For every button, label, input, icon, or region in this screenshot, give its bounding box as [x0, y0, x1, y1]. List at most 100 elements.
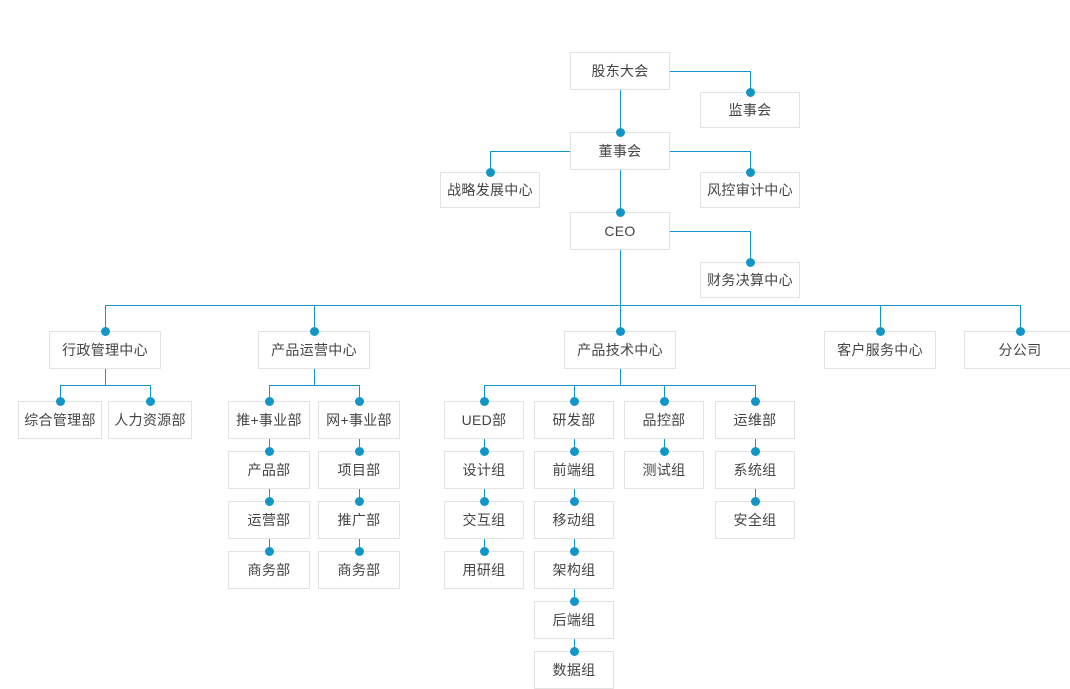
connector-dot-design-group [479, 446, 489, 456]
node-branch-company[interactable]: 分公司 [964, 331, 1070, 369]
node-security-group[interactable]: 安全组 [715, 501, 795, 539]
node-label: 用研组 [462, 562, 506, 578]
node-mobile-group[interactable]: 移动组 [534, 501, 614, 539]
node-project-dept[interactable]: 项目部 [318, 451, 400, 489]
connector-dot-product-tech-center [615, 326, 625, 336]
connector-dot-user-research-group [479, 546, 489, 556]
node-product-dept[interactable]: 产品部 [228, 451, 310, 489]
node-finance-settlement-center[interactable]: 财务决算中心 [700, 262, 800, 298]
node-label: 战略发展中心 [447, 182, 533, 198]
node-label: 后端组 [552, 612, 596, 628]
connector-dot-test-group [659, 446, 669, 456]
connector-shareholders-to-supervisors-v [750, 71, 751, 92]
node-strategy-development-center[interactable]: 战略发展中心 [440, 172, 540, 208]
node-label: 分公司 [998, 342, 1042, 358]
node-backend-group[interactable]: 后端组 [534, 601, 614, 639]
node-ops-dept[interactable]: 运维部 [715, 401, 795, 439]
node-label: 安全组 [733, 512, 777, 528]
connector-tech-to-ops [755, 385, 756, 401]
node-label: 风控审计中心 [707, 182, 793, 198]
node-product-tech-center[interactable]: 产品技术中心 [564, 331, 676, 369]
connector-shareholders-to-supervisors-h [670, 71, 750, 72]
node-system-group[interactable]: 系统组 [715, 451, 795, 489]
node-data-group[interactable]: 数据组 [534, 651, 614, 689]
node-label: 股东大会 [591, 63, 649, 79]
connector-wang-to-project [359, 439, 360, 451]
connector-bar-drop-branch [1020, 305, 1021, 331]
node-label: 商务部 [337, 562, 381, 578]
node-label: 推广部 [337, 512, 381, 528]
connector-dot-tui-business-unit [264, 396, 274, 406]
connector-dot-customer-service-center [875, 326, 885, 336]
node-design-group[interactable]: 设计组 [444, 451, 524, 489]
node-label: 测试组 [642, 462, 686, 478]
connector-dot-security-group [750, 496, 760, 506]
node-product-operation-center[interactable]: 产品运营中心 [258, 331, 370, 369]
node-label: 推+事业部 [236, 412, 302, 428]
connector-mobile-to-architecture [574, 539, 575, 551]
node-tui-business-unit[interactable]: 推+事业部 [228, 401, 310, 439]
connector-dot-system-group [750, 446, 760, 456]
node-general-management-dept[interactable]: 综合管理部 [18, 401, 102, 439]
connector-dot-operation-dept [264, 496, 274, 506]
connector-tech-bar [484, 385, 755, 386]
node-label: 网+事业部 [326, 412, 392, 428]
node-architecture-group[interactable]: 架构组 [534, 551, 614, 589]
connector-operations-bar [269, 385, 359, 386]
node-ceo[interactable]: CEO [570, 212, 670, 250]
node-label: 系统组 [733, 462, 777, 478]
connector-ceo-to-finance-v [750, 231, 751, 262]
node-operation-dept[interactable]: 运营部 [228, 501, 310, 539]
connector-tech-to-ued [484, 385, 485, 401]
connector-bar-drop-customer-service [880, 305, 881, 331]
node-label: 设计组 [462, 462, 506, 478]
connector-admin-to-general [60, 385, 61, 401]
connector-tech-to-qc [664, 385, 665, 401]
node-business-dept-1[interactable]: 商务部 [228, 551, 310, 589]
connector-frontend-to-mobile [574, 489, 575, 501]
node-board-of-supervisors[interactable]: 监事会 [700, 92, 800, 128]
node-hr-dept[interactable]: 人力资源部 [108, 401, 192, 439]
node-label: 董事会 [598, 143, 642, 159]
connector-dot-branch-company [1015, 326, 1025, 336]
connector-dot-ceo [615, 207, 625, 217]
connector-dot-product-dept [264, 446, 274, 456]
connector-architecture-to-backend [574, 589, 575, 601]
connector-bar-drop-tech [620, 305, 621, 331]
connector-ued-to-design [484, 439, 485, 451]
connector-board-to-risk-h [670, 151, 750, 152]
node-label: 前端组 [552, 462, 596, 478]
connector-dot-finance-settlement-center [745, 257, 755, 267]
node-label: 客户服务中心 [837, 342, 923, 358]
node-label: 产品运营中心 [271, 342, 357, 358]
node-shareholders-meeting[interactable]: 股东大会 [570, 52, 670, 90]
node-wang-business-unit[interactable]: 网+事业部 [318, 401, 400, 439]
node-risk-audit-center[interactable]: 风控审计中心 [700, 172, 800, 208]
node-label: 财务决算中心 [707, 272, 793, 288]
node-rd-dept[interactable]: 研发部 [534, 401, 614, 439]
node-test-group[interactable]: 测试组 [624, 451, 704, 489]
connector-operations-to-wang [359, 385, 360, 401]
node-label: 交互组 [462, 512, 506, 528]
node-label: 数据组 [552, 662, 596, 678]
node-user-research-group[interactable]: 用研组 [444, 551, 524, 589]
connector-project-to-promotion [359, 489, 360, 501]
connector-dot-data-group [569, 646, 579, 656]
node-ued-dept[interactable]: UED部 [444, 401, 524, 439]
connector-ops-to-system [755, 439, 756, 451]
node-qc-dept[interactable]: 品控部 [624, 401, 704, 439]
connector-tui-to-product [269, 439, 270, 451]
connector-dot-strategy-development-center [485, 167, 495, 177]
node-label: 项目部 [337, 462, 381, 478]
node-label: 架构组 [552, 562, 596, 578]
node-promotion-dept[interactable]: 推广部 [318, 501, 400, 539]
node-customer-service-center[interactable]: 客户服务中心 [824, 331, 936, 369]
node-frontend-group[interactable]: 前端组 [534, 451, 614, 489]
node-admin-management-center[interactable]: 行政管理中心 [49, 331, 161, 369]
node-business-dept-2[interactable]: 商务部 [318, 551, 400, 589]
connector-dot-backend-group [569, 596, 579, 606]
connector-operations-stem [314, 369, 315, 385]
node-board-of-directors[interactable]: 董事会 [570, 132, 670, 170]
node-interaction-group[interactable]: 交互组 [444, 501, 524, 539]
